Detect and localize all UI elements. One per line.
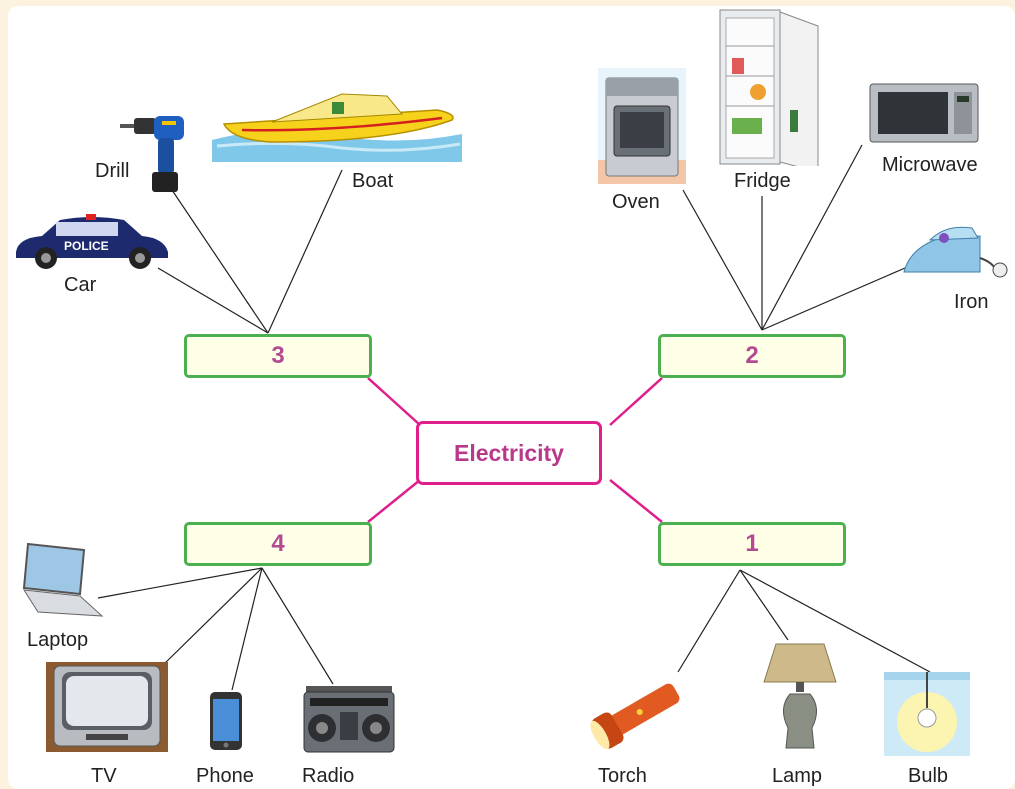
police-text: POLICE <box>64 239 109 253</box>
line-laptop <box>97 567 263 599</box>
boat-icon <box>212 93 462 162</box>
line-torch <box>677 569 741 673</box>
item-label-laptop: Laptop <box>27 629 89 651</box>
item-label-car: Car <box>64 274 97 296</box>
drill-icon <box>120 116 184 192</box>
line-car <box>157 267 269 334</box>
item-label-torch: Torch <box>598 765 647 787</box>
item-label-bulb: Bulb <box>908 765 949 787</box>
category-box-4[interactable]: 4 <box>184 522 372 566</box>
category-box-3[interactable]: 3 <box>184 334 372 378</box>
item-label-lamp: Lamp <box>772 765 823 787</box>
bulb-icon <box>884 672 970 756</box>
tv-icon <box>46 662 168 752</box>
line-phone <box>231 567 263 691</box>
phone-icon <box>210 692 242 750</box>
item-label-iron: Iron <box>954 291 989 313</box>
category-box-1[interactable]: 1 <box>658 522 846 566</box>
line-drill <box>171 189 269 334</box>
item-label-oven: Oven <box>612 191 660 213</box>
line-oven <box>682 189 763 331</box>
category-number-2: 2 <box>745 342 759 369</box>
iron-icon <box>903 226 1008 278</box>
line-boat <box>267 169 343 334</box>
item-label-drill: Drill <box>95 160 130 182</box>
item-label-fridge: Fridge <box>734 170 791 192</box>
item-label-radio: Radio <box>302 765 355 787</box>
microwave-icon <box>869 83 979 143</box>
line-radio <box>261 567 334 685</box>
line-microwave <box>761 144 863 331</box>
connector-1-center <box>609 479 663 523</box>
center-node: Electricity <box>416 421 602 485</box>
fridge-icon <box>719 9 819 166</box>
connector-2-center <box>609 377 663 426</box>
item-label-phone: Phone <box>196 765 254 787</box>
line-iron <box>761 267 906 331</box>
line-tv <box>159 567 263 669</box>
connector-3-center <box>367 377 421 426</box>
category-number-3: 3 <box>271 342 285 369</box>
item-label-boat: Boat <box>352 170 394 192</box>
lamp-icon <box>763 643 837 749</box>
category-number-1: 1 <box>745 530 759 557</box>
line-bulb <box>739 569 931 673</box>
oven-icon <box>598 68 686 184</box>
item-label-microwave: Microwave <box>882 154 978 176</box>
category-box-2[interactable]: 2 <box>658 334 846 378</box>
center-label: Electricity <box>454 439 564 466</box>
police-car-icon: POLICE <box>16 214 168 269</box>
category-number-4: 4 <box>271 530 285 557</box>
line-lamp <box>739 569 789 641</box>
torch-icon <box>590 683 680 750</box>
item-label-tv: TV <box>91 765 117 787</box>
connector-4-center <box>367 479 421 523</box>
radio-icon <box>303 686 395 753</box>
laptop-icon <box>22 542 104 617</box>
